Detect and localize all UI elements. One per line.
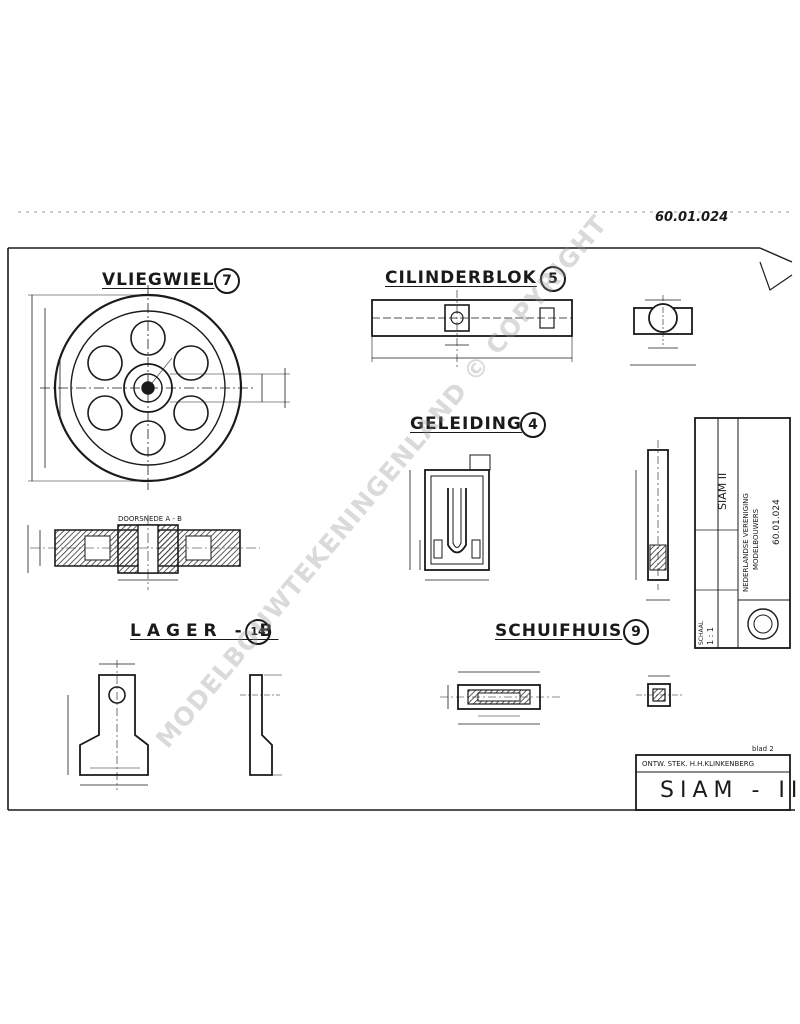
title-block-model-name: SIAM II <box>716 472 729 510</box>
lager-b-side-view <box>240 674 282 776</box>
schuifhuis-end-view <box>636 675 682 707</box>
title-block-drawing-number: 60.01.024 <box>772 499 782 545</box>
vliegwiel-section-view <box>27 515 260 590</box>
lager-b-number: 14 <box>245 619 271 645</box>
vliegwiel-title: VLIEGWIEL <box>102 270 215 290</box>
geleiding-front-view <box>409 454 491 581</box>
title-block-bottom-note: ONTW. STEK. H.H.KLINKENBERG <box>642 760 755 768</box>
title-block-big-title: SIAM - II <box>660 778 800 803</box>
vliegwiel-front-view <box>28 285 290 490</box>
title-block-org-line2: MODELBOUWERS <box>752 508 760 570</box>
cilinderblok-side-view <box>371 290 573 370</box>
cilinderblok-title: CILINDERBLOK <box>385 268 537 288</box>
geleiding-title: GELEIDING <box>410 414 522 434</box>
cilinderblok-number: 5 <box>540 266 566 292</box>
title-block-corner-note: blad 2 <box>752 745 774 753</box>
sheet-stamp-number: 60.01.024 <box>655 210 729 225</box>
cilinderblok-end-view <box>630 295 696 366</box>
schuifhuis-front-view <box>440 671 560 725</box>
geleiding-number: 4 <box>520 412 546 438</box>
title-block-scale-value: 1 : 1 <box>706 627 715 645</box>
vliegwiel-number: 7 <box>214 268 240 294</box>
sheet-border <box>7 211 795 811</box>
title-block-org-line1: NEDERLANDSE VERENIGING <box>742 493 750 592</box>
vliegwiel-section-label: DOORSNEDE A - B <box>118 515 182 523</box>
geleiding-side-view <box>635 440 670 601</box>
title-block-frame <box>635 417 791 811</box>
lager-b-front-view <box>67 660 149 790</box>
title-block-scale-label: SCHAAL <box>698 620 705 645</box>
schuifhuis-number: 9 <box>623 619 649 645</box>
lager-b-title: LAGER - B <box>130 621 279 641</box>
schuifhuis-title: SCHUIFHUIS <box>495 621 623 641</box>
